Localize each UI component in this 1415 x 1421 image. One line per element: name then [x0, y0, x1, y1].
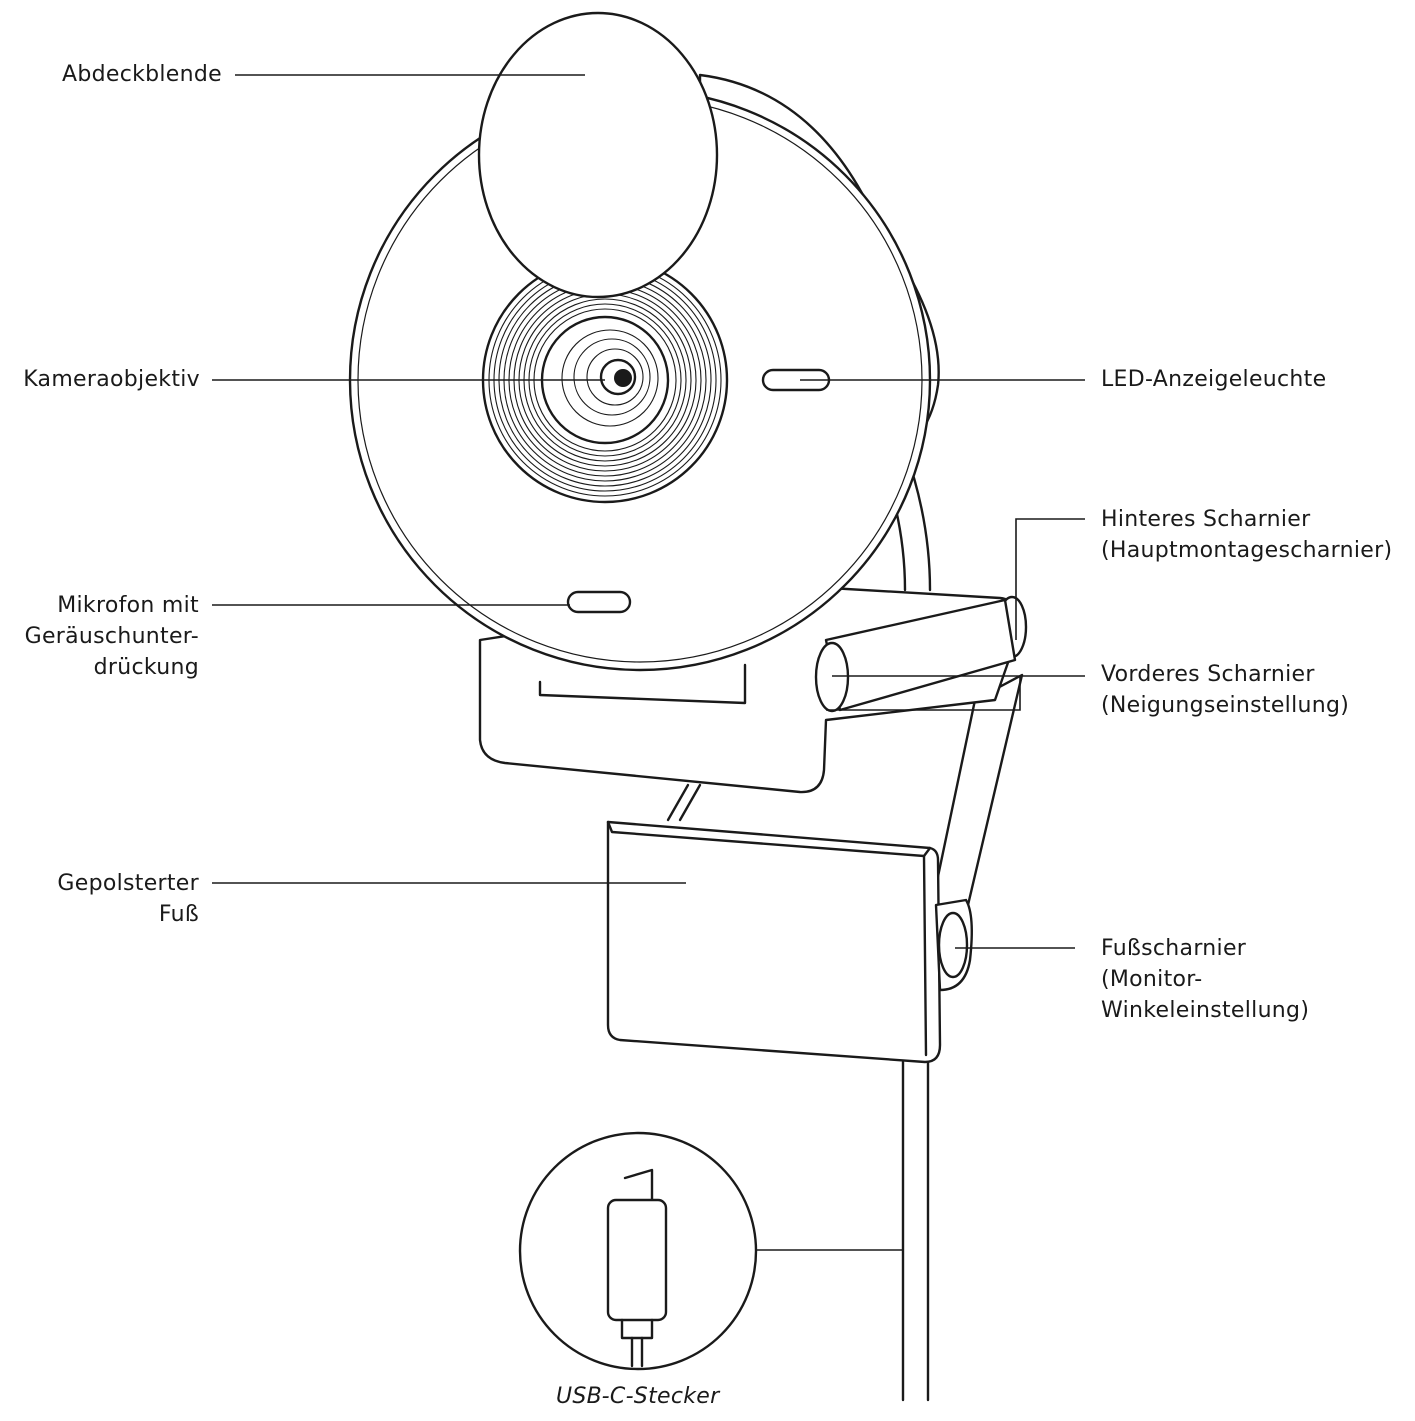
callout-line: Fuß	[158, 902, 199, 927]
callout-line: Mikrofon mit	[57, 593, 199, 618]
callout-line: (Neigungseinstellung)	[1101, 693, 1350, 718]
privacy-cover	[477, 11, 719, 299]
body-foot-link	[666, 783, 702, 822]
callout-privacy-cover: Abdeckblende	[62, 59, 222, 90]
cable	[901, 1060, 930, 1402]
lens-pupil	[614, 369, 632, 387]
callout-line: (Hauptmontagescharnier)	[1101, 538, 1393, 563]
callout-led-indicator: LED-Anzeigeleuchte	[1101, 364, 1326, 395]
callout-line: Fußscharnier	[1101, 936, 1247, 961]
callout-line: Winkeleinstellung)	[1101, 998, 1310, 1023]
callout-line: Vorderes Scharnier	[1101, 662, 1315, 687]
callout-line: Gepolsterter	[57, 871, 199, 896]
leader-lines	[212, 74, 1085, 949]
callout-front-hinge: Vorderes Scharnier (Neigungseinstellung)	[1101, 659, 1349, 721]
callout-line: drückung	[93, 655, 199, 680]
usb-c-inset	[518, 1131, 903, 1371]
callout-line: Hinteres Scharnier	[1101, 507, 1311, 532]
callout-rear-hinge: Hinteres Scharnier (Hauptmontagescharnie…	[1101, 504, 1392, 566]
microphone-slot	[566, 590, 632, 614]
callout-line: Kameraobjektiv	[23, 367, 200, 392]
callout-line: (Monitor-	[1101, 967, 1203, 992]
foot-hinge	[934, 898, 973, 992]
padded-foot	[606, 820, 942, 1064]
callout-foot-hinge: Fußscharnier (Monitor- Winkeleinstellung…	[1101, 933, 1309, 1026]
callout-line: Abdeckblende	[61, 62, 222, 87]
callout-line: USB-C-Stecker	[556, 1384, 720, 1409]
callout-padded-foot: Gepolsterter Fuß	[57, 868, 199, 930]
callout-line: Geräuschunter-	[24, 624, 199, 649]
callout-camera-lens: Kameraobjektiv	[23, 364, 200, 395]
callout-microphone: Mikrofon mit Geräuschunter- drückung	[25, 590, 199, 683]
front-hinge	[814, 641, 850, 713]
callout-line: LED-Anzeigeleuchte	[1101, 367, 1327, 392]
callout-usb-c-connector: USB-C-Stecker	[556, 1381, 719, 1412]
